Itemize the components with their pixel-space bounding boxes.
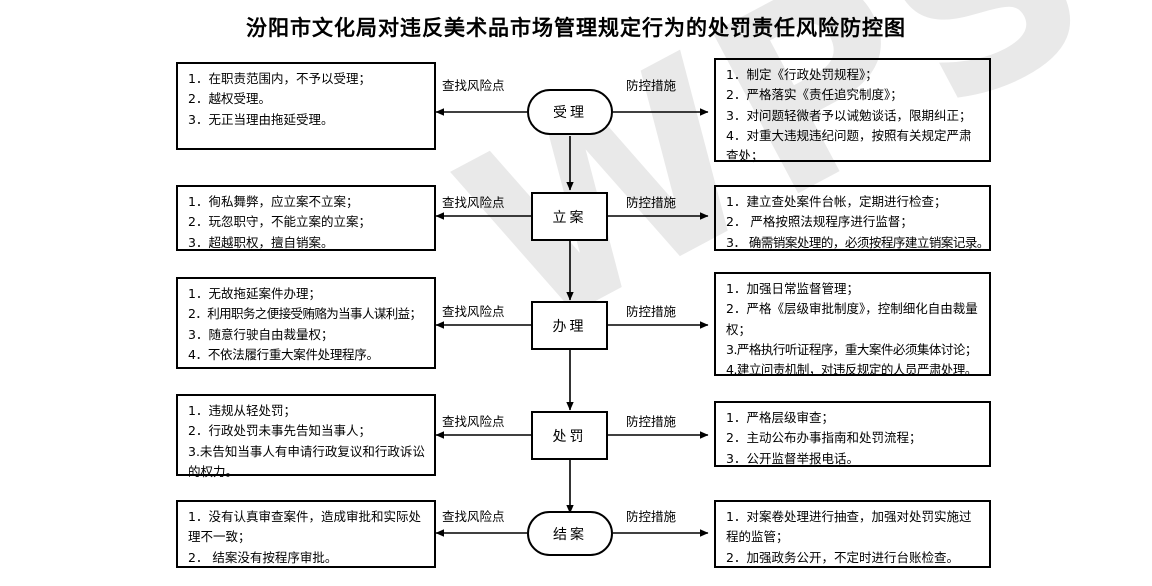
flow-node-chufa[interactable]: 处罚 [531,411,608,460]
control-line: 2．严格《层级审批制度》，控制细化自由裁量权； [726,301,978,337]
risk-line: 3．随意行驶自由裁量权； [188,326,334,342]
risk-line: 3．超越职权，擅自销案。 [188,234,334,250]
control-box-lian: 1．建立查处案件台帐，定期进行检查； 2． 严格按照法规程序进行监督； 3． 确… [714,185,991,251]
risk-line: 1．没有认真审查案件，造成审批和实际处理不一致； [188,509,421,545]
risk-line: 1．无故拖延案件办理； [188,286,321,301]
control-line: 3． 确需销案处理的，必须按程序建立销案记录。 [726,234,989,250]
control-line: 4.建立问责机制，对违反规定的人员严肃处理。 [726,362,977,377]
flow-node-label: 处罚 [552,428,587,445]
control-line: 1．建立查处案件台帐，定期进行检查； [726,194,947,209]
edge-label-control-5: 防控措施 [626,509,677,524]
flow-node-label: 立案 [552,209,587,226]
risk-line: 2．利用职务之便接受贿赂为当事人谋利益； [188,306,422,322]
flow-node-jiean[interactable]: 结案 [527,511,613,556]
risk-box-shouli: 1．在职责范围内，不予以受理； 2．越权受理。 3．无正当理由拖延受理。 [176,62,436,150]
flow-node-label: 结案 [553,526,587,543]
risk-line: 2．玩忽职守，不能立案的立案； [188,214,371,230]
risk-line: 2． 结案没有按程序审批。 [188,549,338,565]
control-box-shouli: 1．制定《行政处罚规程》； 2．严格落实《责任追究制度》； 3．对问题轻微者予以… [714,58,991,163]
risk-box-jiean: 1．没有认真审查案件，造成审批和实际处理不一致； 2． 结案没有按程序审批。 [176,500,436,568]
risk-line: 3．无正当理由拖延受理。 [188,111,334,127]
edge-label-risk-3: 查找风险点 [442,304,505,319]
edge-label-control-4: 防控措施 [626,414,677,429]
flow-node-label: 受理 [553,105,587,121]
control-line: 1．对案卷处理进行抽查，加强对处罚实施过程的监管； [726,509,972,545]
risk-box-banli: 1．无故拖延案件办理； 2．利用职务之便接受贿赂为当事人谋利益； 3．随意行驶自… [176,277,436,369]
risk-line: 2．行政处罚未事先告知当事人； [188,423,371,439]
control-line: 2． 严格按照法规程序进行监督； [726,214,913,230]
flow-node-lian[interactable]: 立案 [531,192,608,241]
control-line: 2．加强政务公开，不定时进行台账检查。 [726,549,959,565]
control-line: 2．主动公布办事指南和处罚流程； [726,430,922,446]
control-line: 1．严格层级审查； [726,410,834,425]
flow-node-label: 办理 [552,318,587,335]
edge-label-risk-1: 查找风险点 [442,78,505,93]
control-box-jiean: 1．对案卷处理进行抽查，加强对处罚实施过程的监管； 2．加强政务公开，不定时进行… [714,500,991,568]
risk-box-chufa: 1．违规从轻处罚； 2．行政处罚未事先告知当事人； 3.未告知当事人有申请行政复… [176,394,436,479]
edge-label-control-3: 防控措施 [626,304,677,319]
risk-line: 3.未告知当事人有申请行政复议和行政诉讼的权力。 [188,443,425,479]
flow-node-banli[interactable]: 办理 [531,301,608,350]
risk-line: 1．违规从轻处罚； [188,403,296,418]
control-box-banli: 1．加强日常监督管理； 2．严格《层级审批制度》，控制细化自由裁量权； 3.严格… [714,272,991,377]
edge-label-control-1: 防控措施 [626,78,677,93]
page-title: 汾阳市文化局对违反美术品市场管理规定行为的处罚责任风险防控图 [246,15,906,40]
control-box-chufa: 1．严格层级审查； 2．主动公布办事指南和处罚流程； 3．公开监督举报电话。 [714,401,991,467]
risk-box-lian: 1．徇私舞弊，应立案不立案； 2．玩忽职守，不能立案的立案； 3．超越职权，擅自… [176,185,436,251]
control-line: 3.严格执行听证程序，重大案件必须集体讨论； [726,341,977,357]
control-line: 1．制定《行政处罚规程》； [726,67,878,82]
control-line: 2．严格落实《责任追究制度》； [726,87,903,103]
edge-label-control-2: 防控措施 [626,195,677,210]
control-line: 4．对重大违规违纪问题，按照有关规定严肃查处； [726,127,972,163]
risk-line: 2．越权受理。 [188,91,271,107]
control-line: 3．对问题轻微者予以诫勉谈话，限期纠正； [726,107,972,123]
risk-line: 4．不依法履行重大案件处理程序。 [188,346,379,362]
control-line: 3．公开监督举报电话。 [726,450,859,466]
risk-line: 1．在职责范围内，不予以受理； [188,71,371,86]
edge-label-risk-2: 查找风险点 [442,195,505,210]
edge-label-risk-4: 查找风险点 [442,414,505,429]
flow-node-shouli[interactable]: 受理 [527,89,613,135]
risk-line: 1．徇私舞弊，应立案不立案； [188,194,359,209]
control-line: 1．加强日常监督管理； [726,281,859,296]
edge-label-risk-5: 查找风险点 [442,509,505,524]
